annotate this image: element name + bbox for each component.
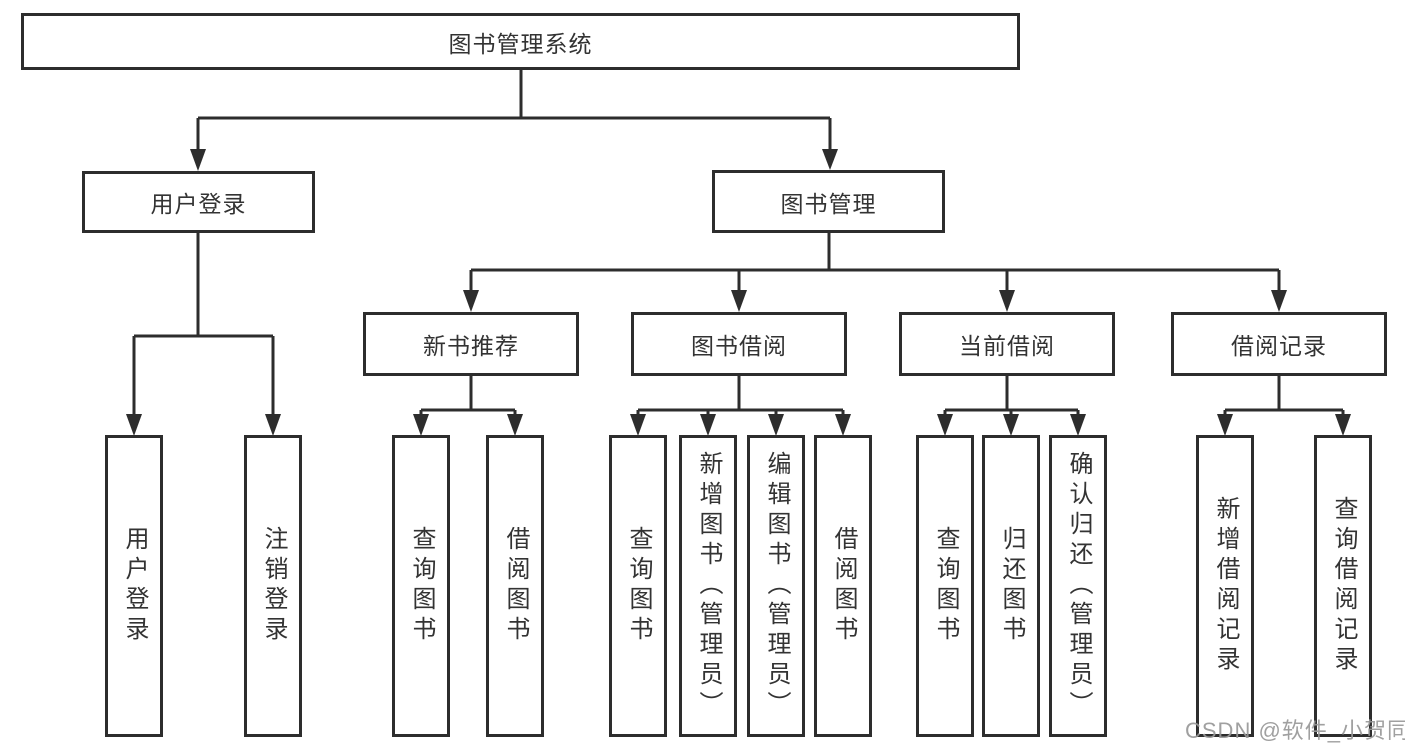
leaf-label: 确认归还（管理员） [1065,451,1092,721]
leaf-label: 归还图书 [998,526,1025,646]
leaf-label: 查询图书 [932,526,959,646]
leaf-label: 查询图书 [408,526,435,646]
leaf-label: 注销登录 [260,526,287,646]
leaf-logout: 注销登录 [244,435,302,737]
node-user-login: 用户登录 [82,171,315,233]
leaf-label: 借阅图书 [830,526,857,646]
node-label: 图书管理 [780,190,877,217]
leaf-label: 查询借阅记录 [1330,496,1357,676]
node-label: 用户登录 [150,191,247,217]
leaf-add-books-admin: 新增图书（管理员） [679,435,737,737]
node-label: 图书借阅 [691,333,787,359]
node-label: 图书管理系统 [448,30,593,57]
leaf-label: 新增借阅记录 [1212,496,1239,676]
arrowheads [126,149,1351,436]
csdn-watermark: CSDN @软件_小贺同学 [1185,718,1405,743]
node-current-borrow: 当前借阅 [899,312,1115,376]
leaf-label: 编辑图书（管理员） [763,451,790,721]
leaf-borrow-books: 借阅图书 [814,435,872,737]
node-label: 新书推荐 [423,333,519,359]
leaf-return-books: 归还图书 [982,435,1040,737]
node-new-book-recommend: 新书推荐 [363,312,579,376]
leaf-edit-books-admin: 编辑图书（管理员） [747,435,805,737]
leaf-query-borrow-record: 查询借阅记录 [1314,435,1372,737]
leaf-borrow-books-recommend: 借阅图书 [486,435,544,737]
leaf-query-books-current: 查询图书 [916,435,974,737]
leaf-label: 新增图书（管理员） [695,451,722,721]
leaf-query-books-recommend: 查询图书 [392,435,450,737]
leaf-add-borrow-record: 新增借阅记录 [1196,435,1254,737]
leaf-label: 借阅图书 [502,526,529,646]
leaf-label: 查询图书 [625,526,652,646]
node-label: 借阅记录 [1231,333,1327,359]
node-book-borrow: 图书借阅 [631,312,847,376]
leaf-query-books-borrow: 查询图书 [609,435,667,737]
leaf-user-login: 用户登录 [105,435,163,737]
leaf-label: 用户登录 [121,526,148,646]
leaf-confirm-return-admin: 确认归还（管理员） [1049,435,1107,737]
node-root-library-system: 图书管理系统 [21,13,1020,70]
node-label: 当前借阅 [959,333,1055,359]
node-book-management: 图书管理 [712,170,945,233]
node-borrow-records: 借阅记录 [1171,312,1387,376]
